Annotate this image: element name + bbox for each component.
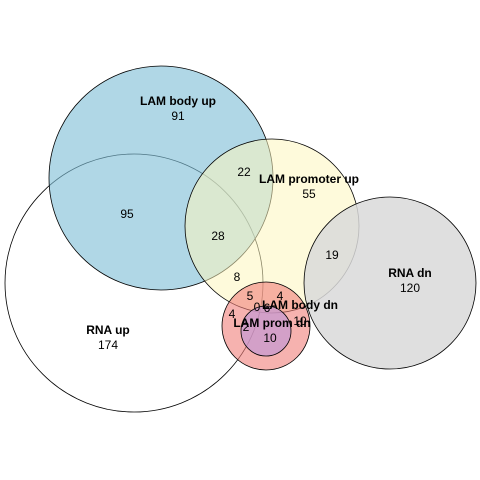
set-label-rna-dn: RNA dn	[388, 266, 432, 280]
intersection-count: 10	[293, 314, 307, 328]
set-count-rna-dn: 120	[400, 281, 420, 295]
intersection-count: 4	[277, 289, 284, 303]
intersection-count: 8	[234, 270, 241, 284]
set-count-lam-prom-dn: 10	[263, 331, 277, 345]
set-count-rna-up: 174	[98, 338, 118, 352]
intersection-count: 2	[243, 320, 250, 334]
set-count-lam-body-up: 91	[171, 109, 185, 123]
intersection-count: 22	[237, 165, 251, 179]
set-label-lam-body-up: LAM body up	[140, 94, 216, 108]
intersection-count: 95	[120, 207, 134, 221]
intersection-count: 19	[325, 248, 339, 262]
set-label-lam-prom-dn: LAM prom dn	[233, 316, 310, 330]
intersection-count: 28	[211, 229, 225, 243]
set-circle-lam-prom-dn	[240, 305, 292, 357]
intersection-count: 5	[247, 289, 254, 303]
intersection-count: 0	[254, 300, 261, 314]
intersection-count: 6	[264, 301, 271, 315]
set-count-lam-promoter-up: 55	[302, 187, 316, 201]
set-label-rna-up: RNA up	[86, 323, 130, 337]
set-circle-rna-dn	[303, 196, 477, 370]
set-label-lam-body-dn: LAM body dn	[262, 298, 338, 312]
intersection-count: 4	[229, 307, 236, 321]
set-label-lam-promoter-up: LAM promoter up	[259, 172, 359, 186]
